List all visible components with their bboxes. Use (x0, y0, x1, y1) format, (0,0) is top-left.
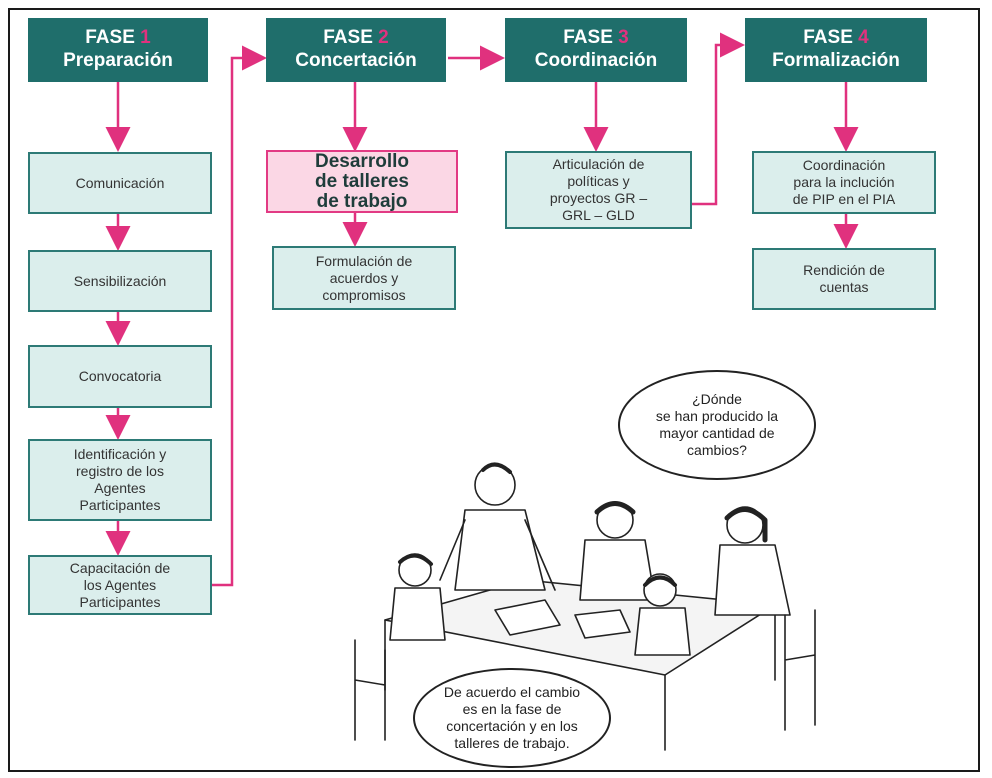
step-coordinacion-pip: Coordinación para la inclución de PIP en… (752, 151, 936, 214)
step-capacitacion: Capacitación de los Agentes Participante… (28, 555, 212, 615)
question-text: ¿Dónde se han producido la mayor cantida… (655, 391, 779, 458)
phase-2-number: 2 (378, 27, 389, 48)
step-articulacion: Articulación de políticas y proyectos GR… (505, 151, 692, 229)
phase-1-label: FASE (85, 27, 135, 48)
phase-1-number: 1 (140, 27, 151, 48)
phase-3-header: FASE 3 Coordinación (505, 18, 687, 82)
workshop-illustration (354, 462, 816, 751)
step-convocatoria: Convocatoria (28, 345, 212, 408)
step-label: Convocatoria (78, 368, 162, 384)
step-label: Comunicación (75, 174, 165, 191)
answer-text: De acuerdo el cambio es en la fase de co… (443, 684, 581, 751)
phase-1-header: FASE 1 Preparación (28, 18, 208, 82)
answer-bubble: De acuerdo el cambio es en la fase de co… (413, 668, 611, 768)
arrow-capacitacion-to-phase2 (212, 45, 267, 587)
phase-2-header: FASE 2 Concertación (266, 18, 446, 82)
phase-1-name: Preparación (63, 50, 173, 71)
step-rendicion-cuentas: Rendición de cuentas (752, 248, 936, 310)
step-label: Articulación de políticas y proyectos GR… (549, 156, 648, 223)
step-desarrollo-talleres: Desarrollo de talleres de trabajo (266, 150, 458, 213)
phase-2-label: FASE (323, 27, 373, 48)
phase-2-name: Concertación (295, 50, 417, 71)
question-bubble: ¿Dónde se han producido la mayor cantida… (618, 370, 816, 480)
step-sensibilizacion: Sensibilización (28, 250, 212, 312)
step-comunicacion: Comunicación (28, 152, 212, 214)
phase-3-name: Coordinación (534, 50, 658, 71)
step-label: Rendición de cuentas (803, 262, 885, 295)
step-label: Identificación y registro de los Agentes… (73, 446, 167, 513)
step-label: Coordinación para la inclución de PIP en… (792, 157, 896, 207)
phase-4-number: 4 (858, 27, 869, 48)
step-label: Sensibilización (73, 272, 167, 289)
step-label: Formulación de acuerdos y compromisos (315, 252, 413, 303)
step-label: Capacitación de los Agentes Participante… (69, 559, 171, 610)
step-formulacion-acuerdos: Formulación de acuerdos y compromisos (272, 246, 456, 310)
phase-4-label: FASE (803, 27, 853, 48)
phase-4-header: FASE 4 Formalización (745, 18, 927, 82)
step-identificacion: Identificación y registro de los Agentes… (28, 439, 212, 521)
phase-3-number: 3 (618, 27, 629, 48)
arrow-articulacion-to-phase4 (692, 32, 745, 206)
phase-4-name: Formalización (772, 50, 900, 71)
step-label: Desarrollo de talleres de trabajo (315, 150, 409, 212)
phase-3-label: FASE (563, 27, 613, 48)
